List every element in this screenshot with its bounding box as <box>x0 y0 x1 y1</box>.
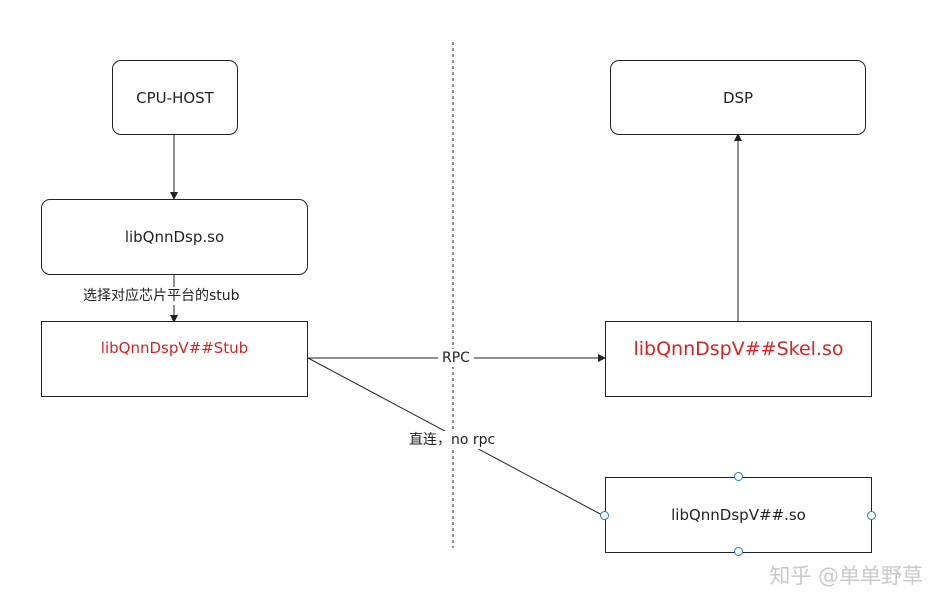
selection-handle-bottom[interactable] <box>734 547 743 556</box>
stub-node: libQnnDspV##Stub <box>41 321 308 397</box>
watermark: 知乎 @单单野草 <box>769 564 923 588</box>
selection-handle-right[interactable] <box>867 511 876 520</box>
rpc-edge-label: RPC <box>438 349 474 367</box>
libqnndsp-node: libQnnDsp.so <box>41 199 308 275</box>
direct-lib-label: libQnnDspV##.so <box>671 506 806 524</box>
selection-handle-top[interactable] <box>734 472 743 481</box>
direct-edge-label: 直连，no rpc <box>405 431 500 449</box>
selection-handle-left[interactable] <box>600 511 609 520</box>
cpu-host-node: CPU-HOST <box>112 60 238 135</box>
select-stub-edge-label: 选择对应芯片平台的stub <box>80 287 243 305</box>
direct-lib-node: libQnnDspV##.so <box>605 477 872 553</box>
dsp-node: DSP <box>610 60 866 135</box>
libqnndsp-label: libQnnDsp.so <box>124 228 225 246</box>
skel-label: libQnnDspV##Skel.so <box>633 338 844 360</box>
stub-label: libQnnDspV##Stub <box>100 339 249 357</box>
cpu-host-label: CPU-HOST <box>136 88 214 107</box>
skel-node: libQnnDspV##Skel.so <box>605 321 872 397</box>
dsp-label: DSP <box>722 88 754 107</box>
